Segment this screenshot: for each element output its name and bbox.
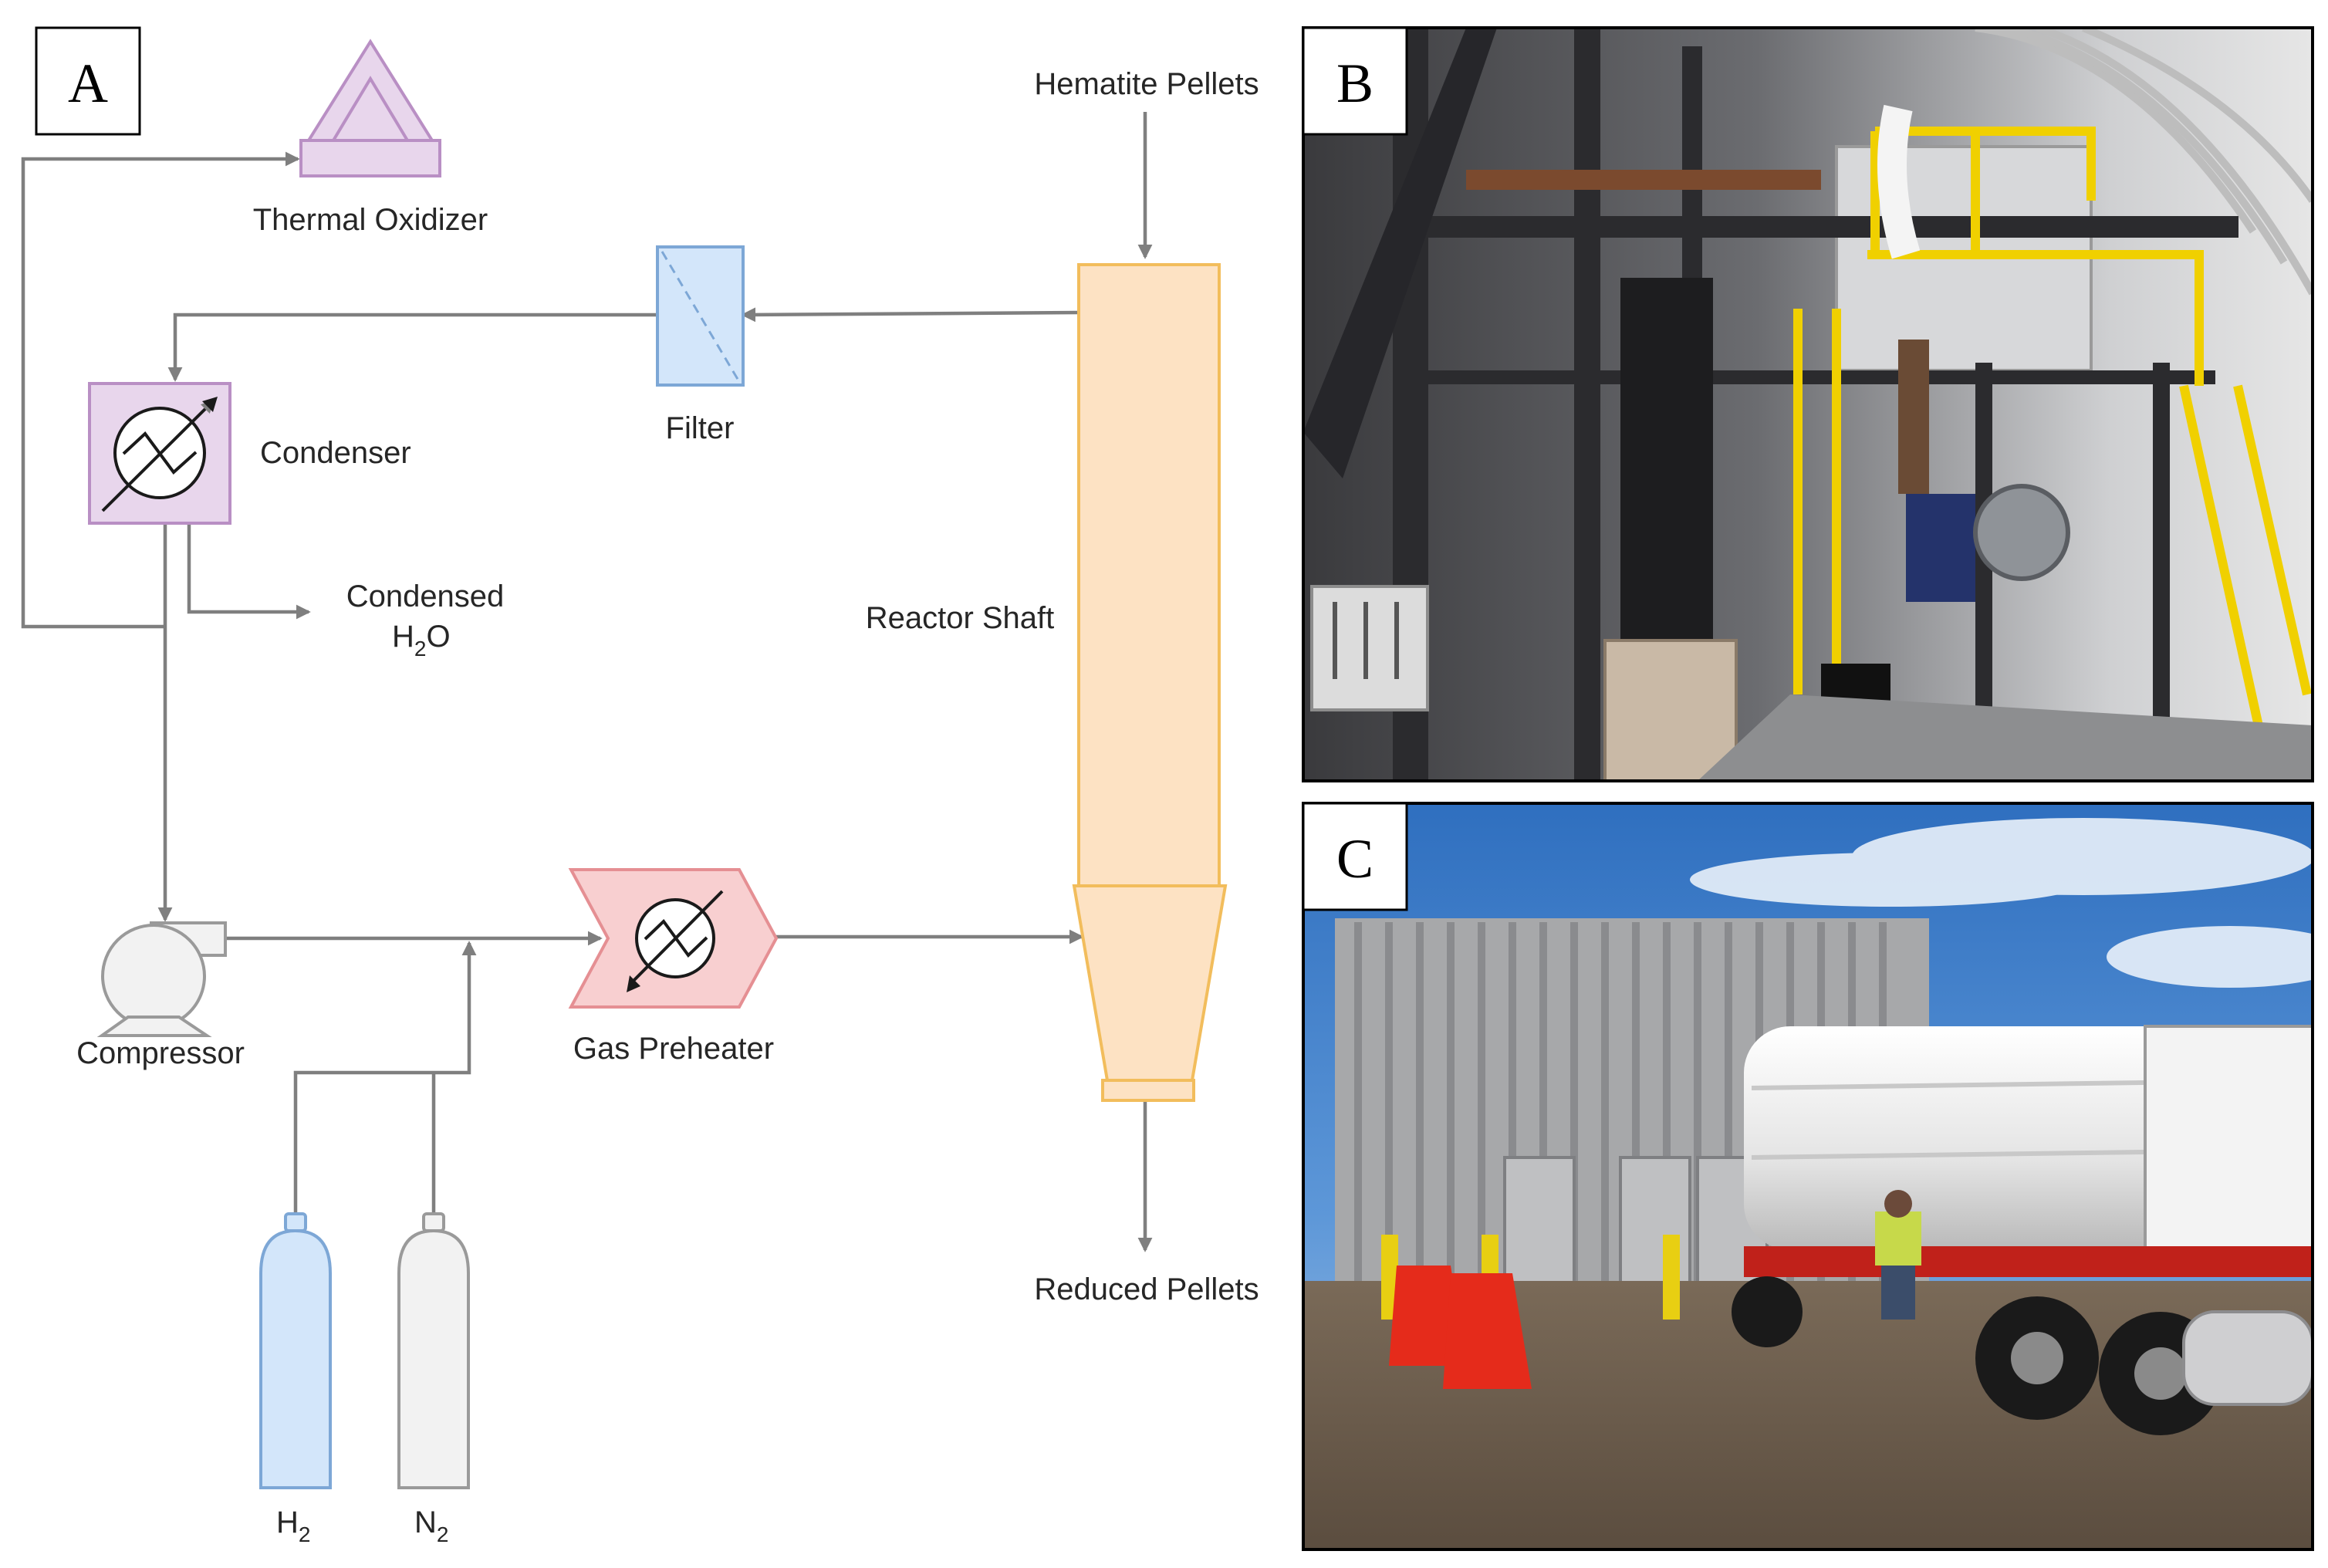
panel-label-b: B — [1302, 26, 1408, 136]
svg-text:H2O: H2O — [392, 620, 451, 661]
photo-c-frame — [1302, 802, 2314, 1551]
hematite-pellets-label: Hematite Pellets — [1034, 67, 1259, 101]
thermal-oxidizer-label: Thermal Oxidizer — [253, 203, 488, 237]
reactor-shaft — [1072, 263, 1228, 1102]
svg-text:B: B — [1336, 52, 1373, 114]
svg-text:Condensed: Condensed — [346, 580, 505, 613]
filter — [656, 245, 745, 387]
outdoor-hydrogen-trailer-photo — [1303, 803, 2313, 1549]
flow-filter-to-condenser — [167, 313, 657, 382]
panel-label-a: A — [35, 26, 141, 136]
condenser — [88, 382, 231, 525]
gas-preheater-label: Gas Preheater — [573, 1032, 774, 1066]
n2-cylinder — [397, 1212, 470, 1489]
condensed-water-label: Condensed H2O — [346, 580, 505, 661]
gas-preheater — [568, 868, 779, 1009]
compressor — [96, 921, 227, 1037]
thermal-oxidizer — [299, 39, 441, 177]
filter-label: Filter — [666, 411, 735, 445]
flow-reactor-to-filter — [741, 307, 1080, 323]
panel-label-c: C — [1302, 802, 1408, 911]
reduced-pellets-label: Reduced Pellets — [1034, 1272, 1259, 1306]
flow-h2-line — [293, 941, 477, 1214]
svg-text:A: A — [68, 52, 108, 114]
h2-cylinder — [259, 1212, 332, 1489]
reactor-shaft-label: Reactor Shaft — [866, 601, 1055, 635]
condenser-label: Condenser — [260, 436, 411, 470]
photo-b-frame — [1302, 26, 2314, 782]
svg-text:C: C — [1336, 828, 1373, 890]
flow-purge-to-oxidizer — [21, 151, 300, 629]
flow-condenser-to-water — [187, 523, 311, 620]
process-flow-diagram: A Thermal Oxidizer — [21, 26, 1259, 1546]
compressor-label: Compressor — [76, 1036, 245, 1070]
indoor-pilot-plant-photo — [1303, 28, 2313, 781]
h2-label: H2 — [276, 1505, 310, 1546]
n2-label: N2 — [414, 1505, 448, 1546]
